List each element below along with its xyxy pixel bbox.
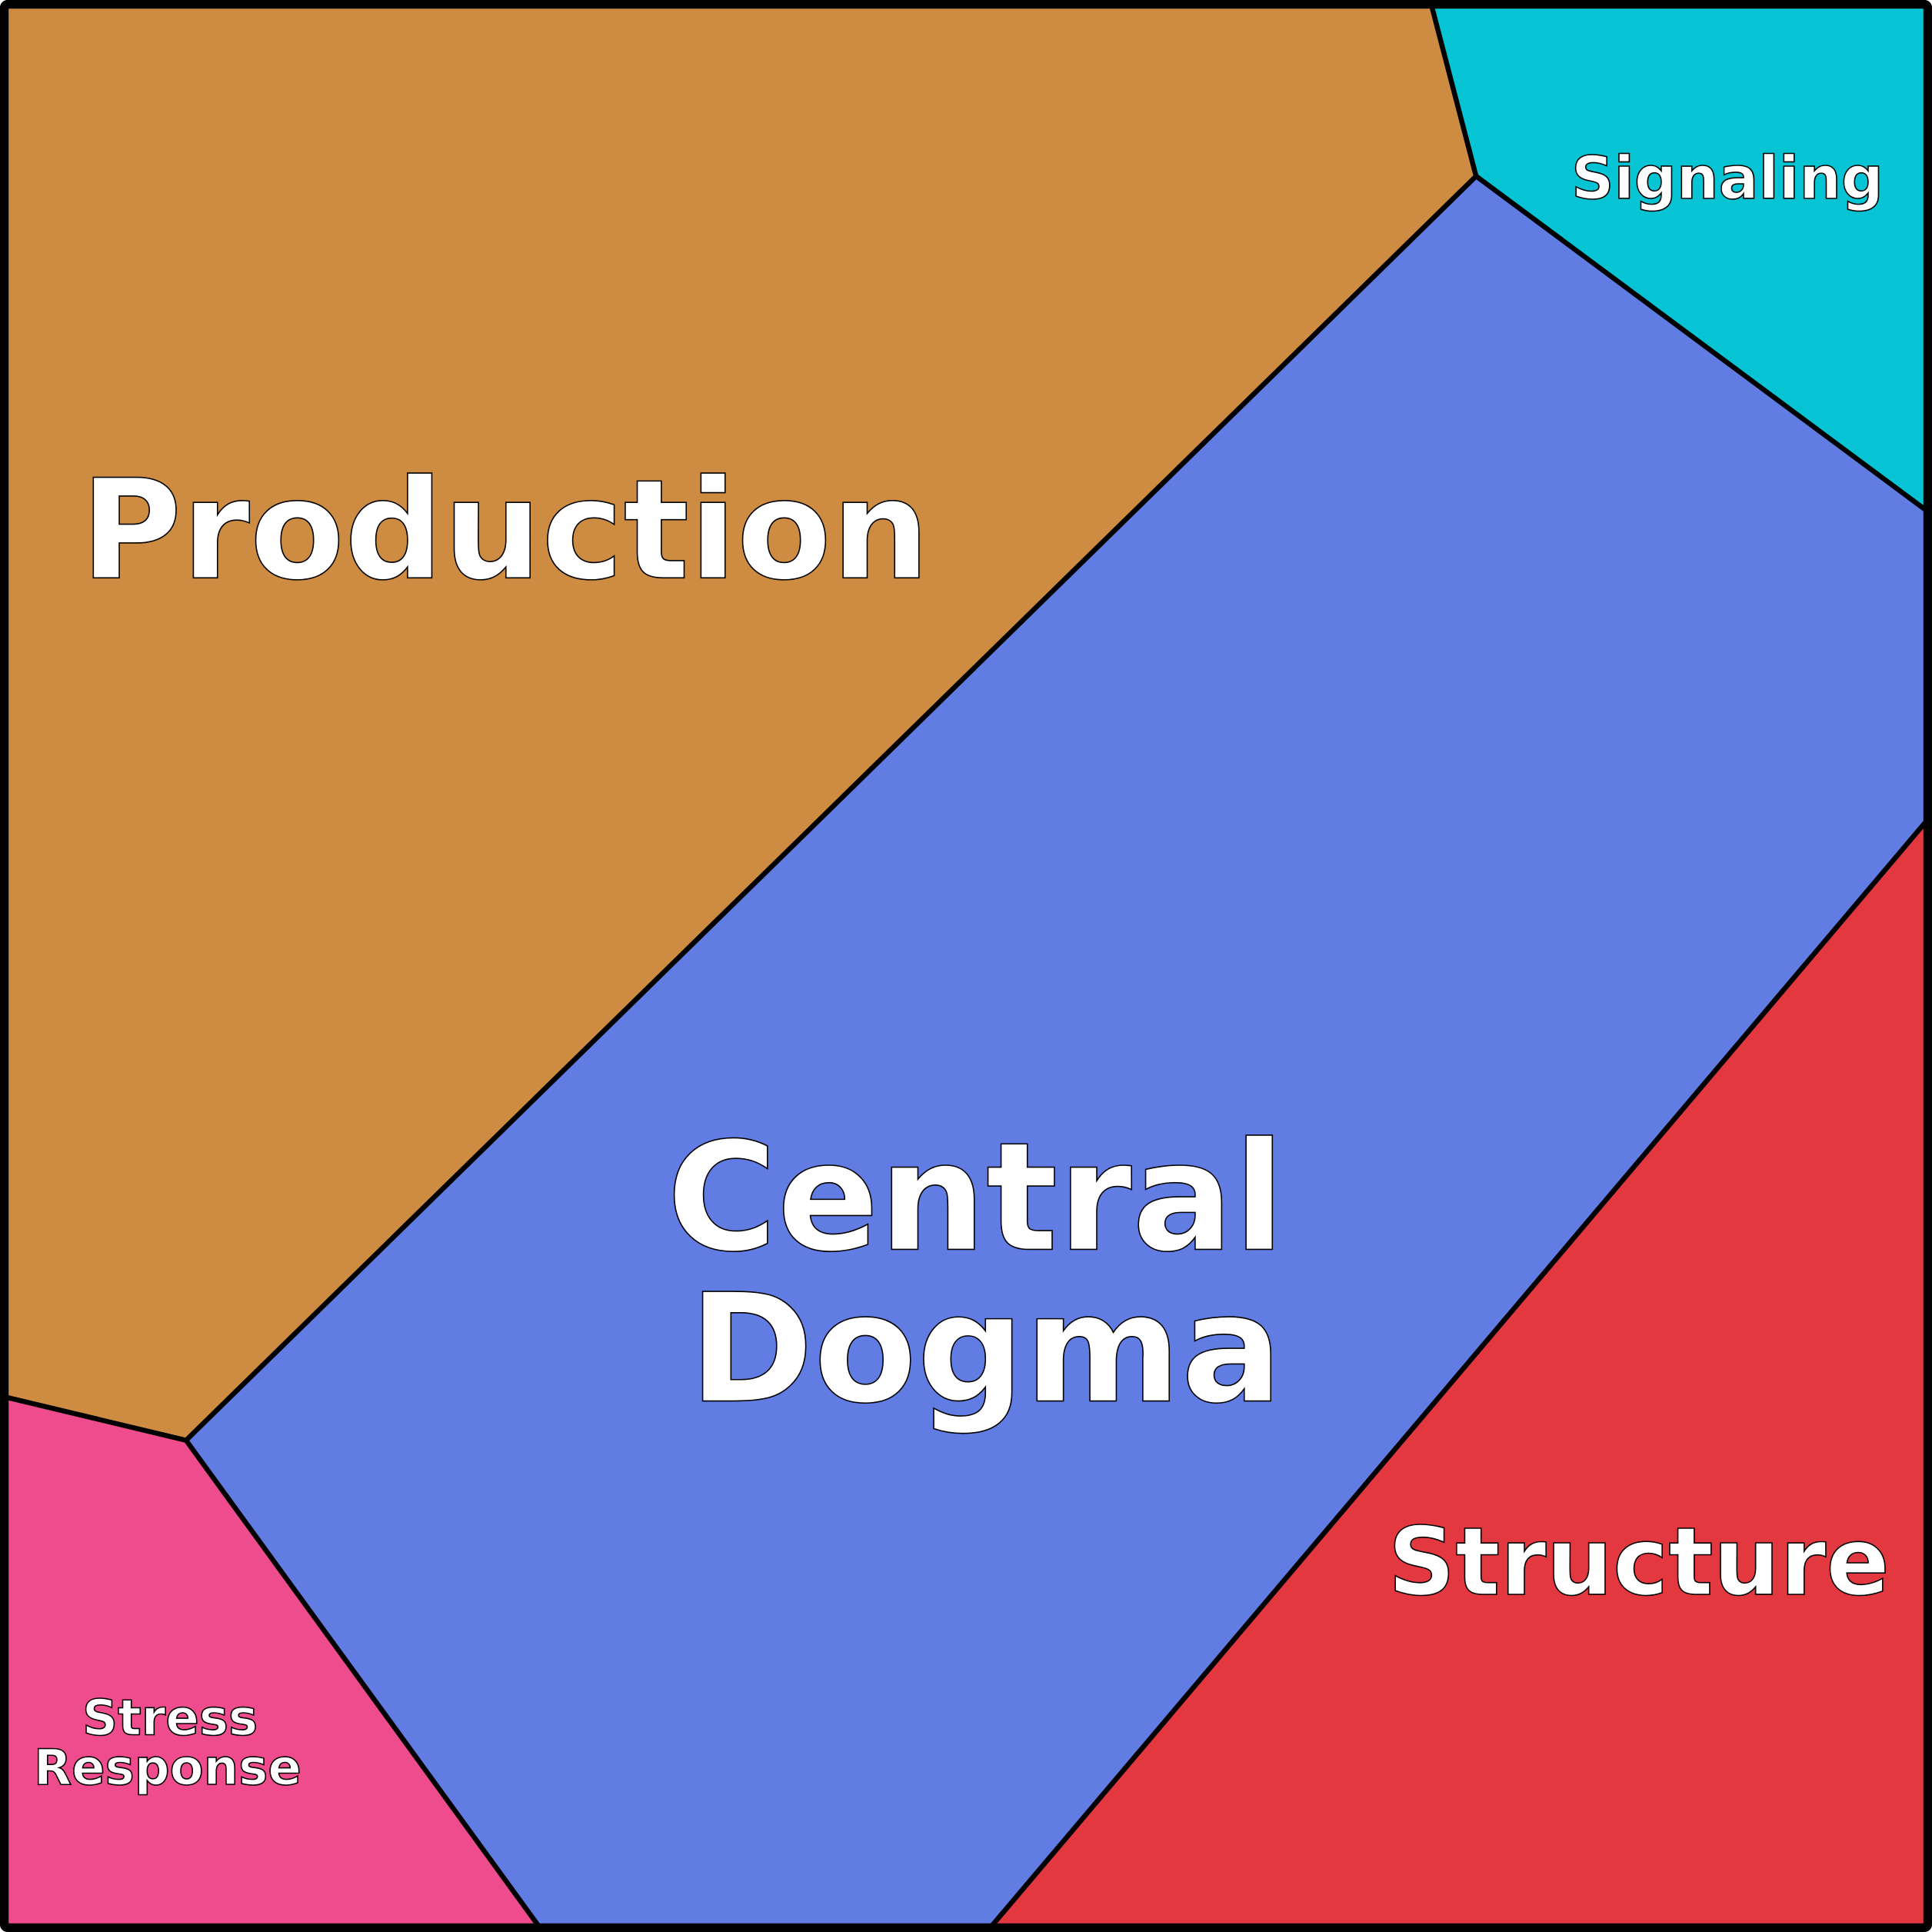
label-central-dogma-line2: Dogma: [689, 1263, 1283, 1437]
label-central-dogma-line1: Central: [667, 1111, 1285, 1285]
label-stress-response-line1: Stress: [82, 1690, 258, 1747]
label-production: Production: [81, 450, 930, 611]
label-signaling: Signaling: [1571, 145, 1884, 213]
label-structure: Structure: [1388, 1507, 1890, 1617]
label-stress-response-line2: Response: [34, 1740, 301, 1797]
